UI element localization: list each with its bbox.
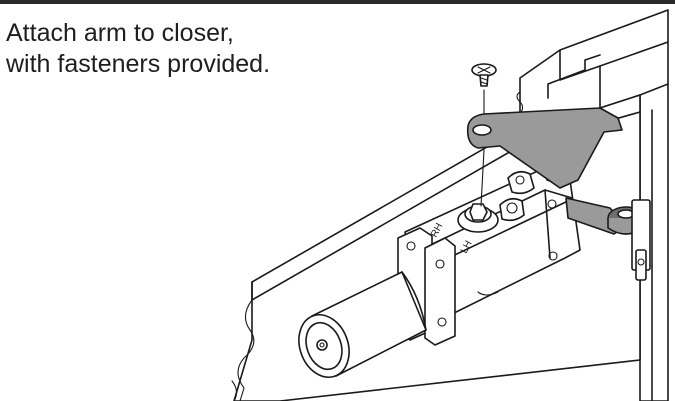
lh-label: LH xyxy=(459,239,475,255)
instruction-line-1: Attach arm to closer, xyxy=(6,19,234,47)
closer-arm xyxy=(466,107,651,281)
instruction-line-2: with fasteners provided. xyxy=(6,50,271,78)
screw-fastener xyxy=(471,63,497,207)
instruction-text: Attach arm to closer, with fasteners pro… xyxy=(6,18,270,80)
closer-cylinder xyxy=(298,271,427,378)
top-divider-rule xyxy=(0,0,675,4)
